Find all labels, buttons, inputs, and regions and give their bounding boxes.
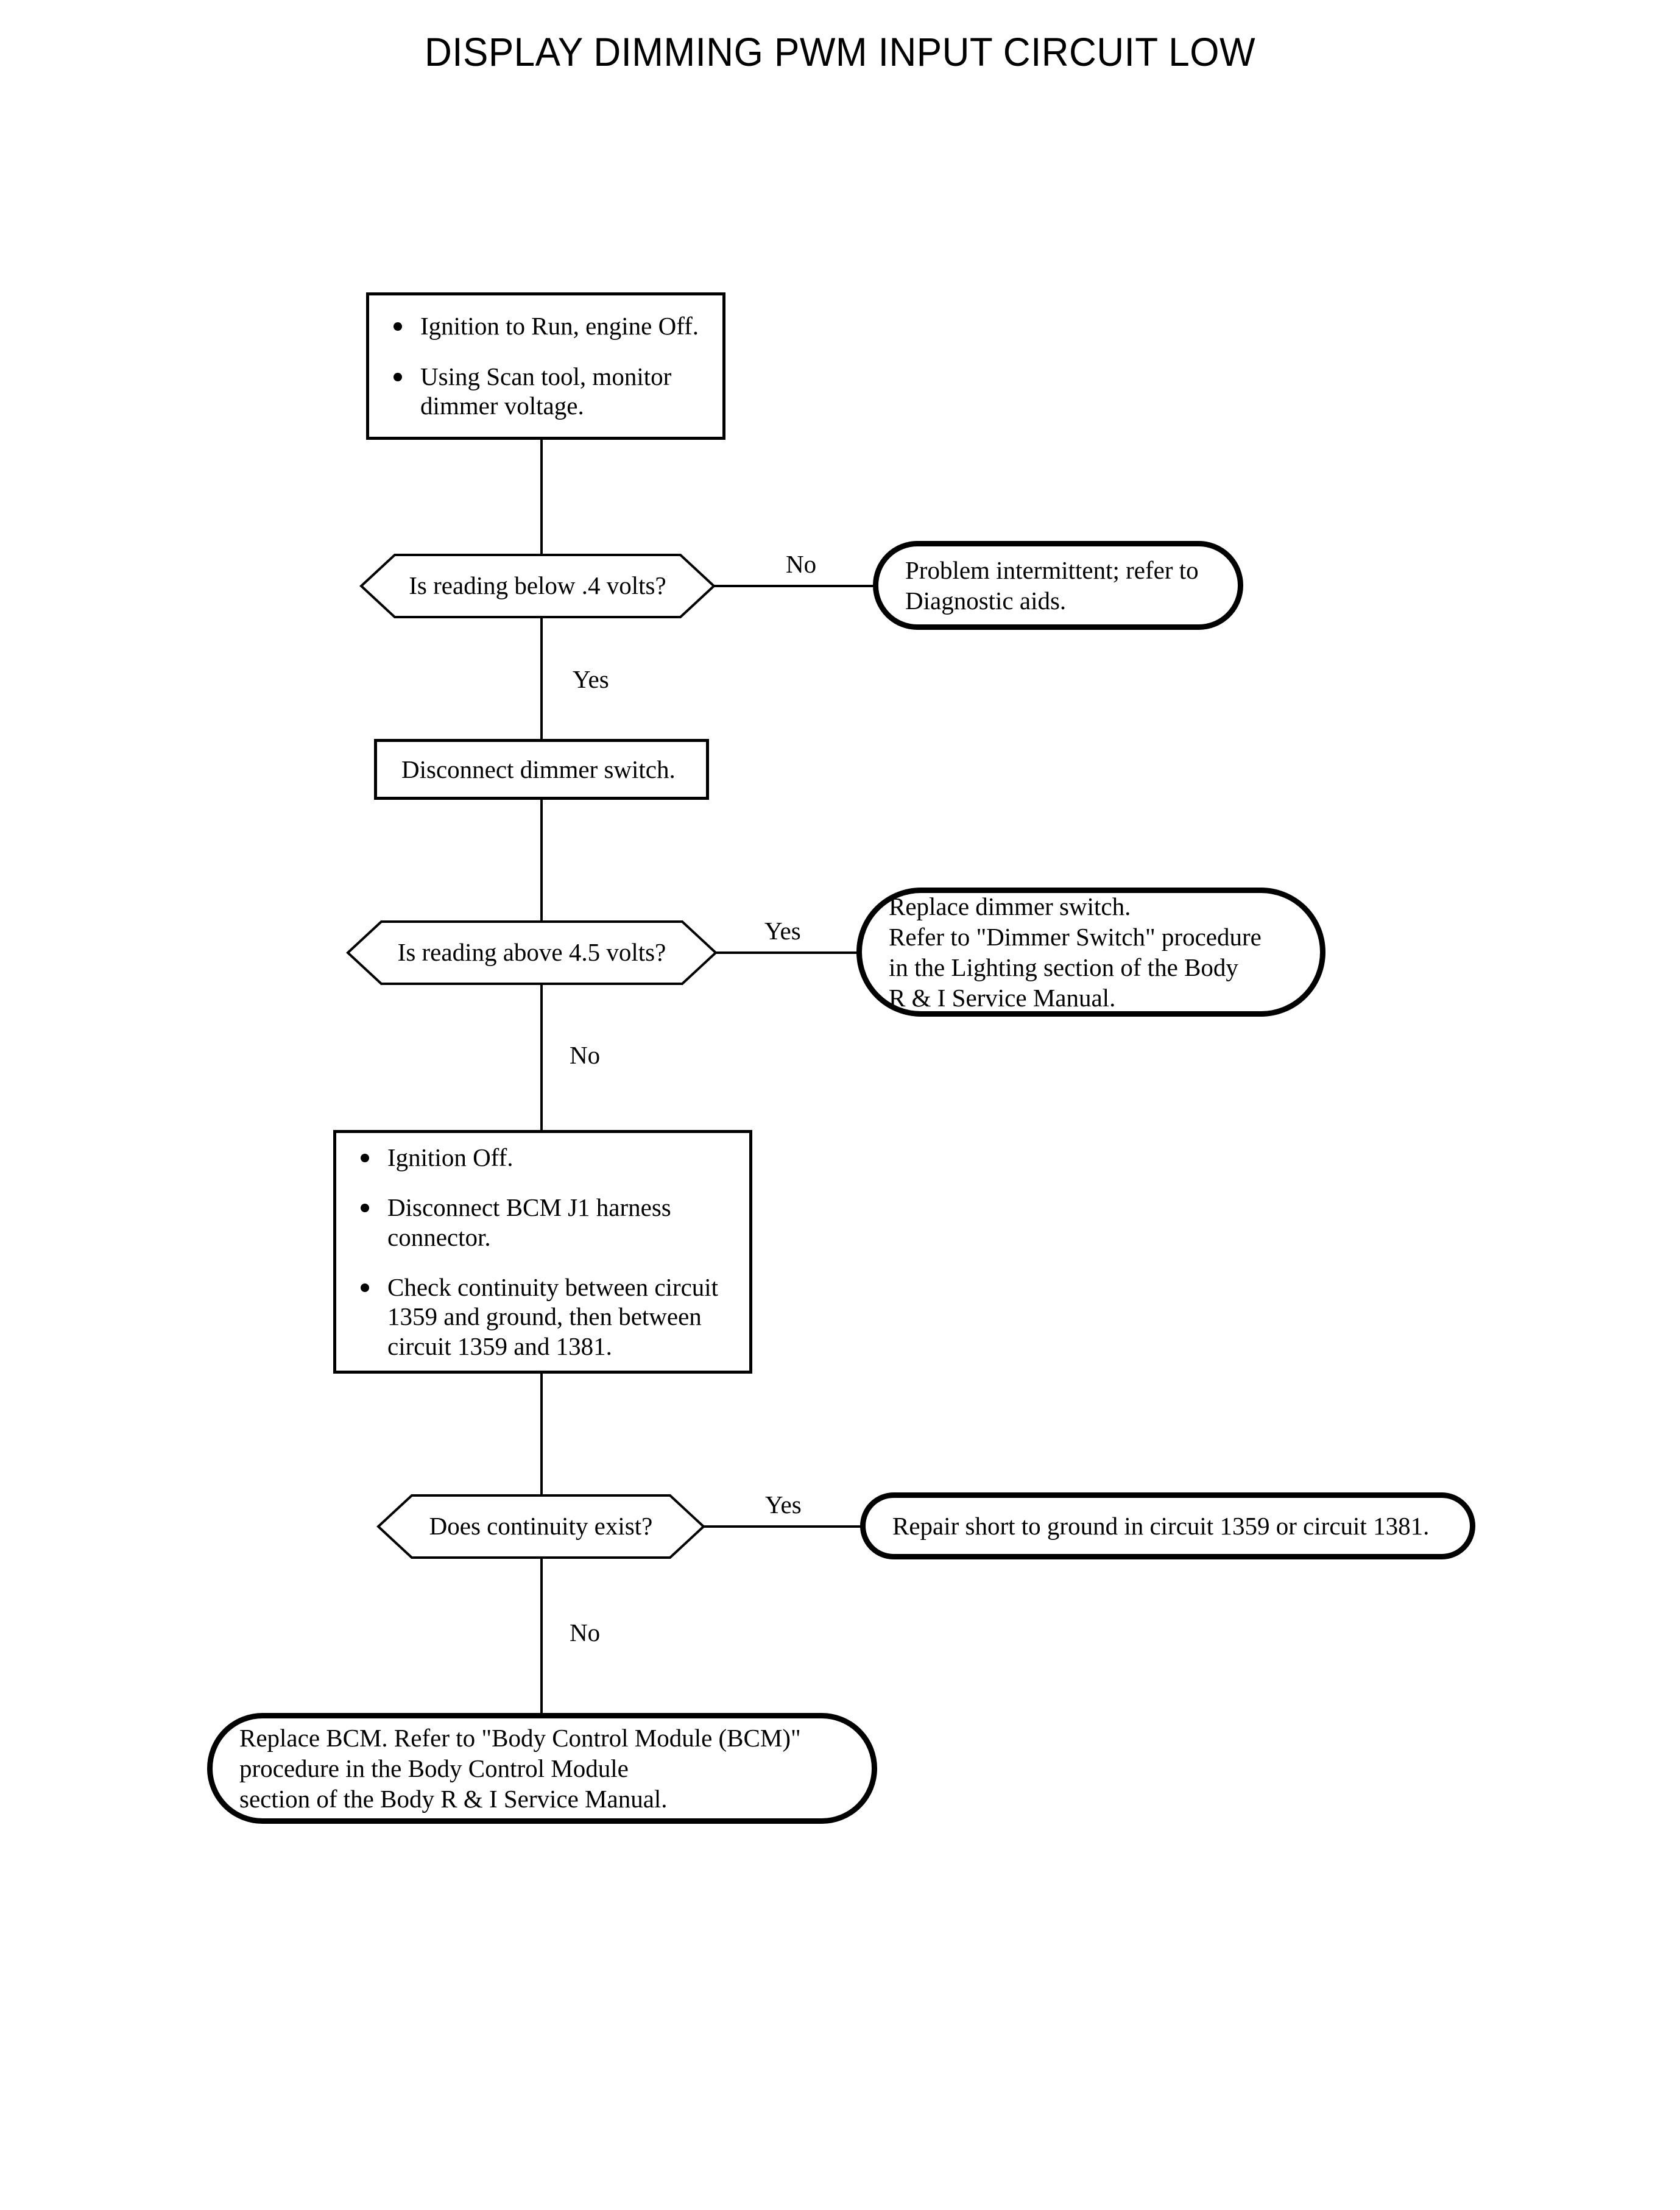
bullet-item: Using Scan tool, monitor dimmer voltage. xyxy=(383,362,709,421)
decision-label: Is reading above 4.5 volts? xyxy=(397,938,666,967)
connector-decision2-yes xyxy=(716,951,859,954)
process-box-ignition-run: Ignition to Run, engine Off. Using Scan … xyxy=(366,292,725,440)
terminal-line: Replace BCM. Refer to "Body Control Modu… xyxy=(239,1723,801,1752)
edge-label-decision2-no: No xyxy=(570,1041,601,1069)
terminal-repair-short-to-ground: Repair short to ground in circuit 1359 o… xyxy=(860,1492,1475,1559)
terminal-line: Problem intermittent; refer to xyxy=(905,556,1199,584)
connector-step1-to-decision1 xyxy=(540,440,543,556)
bullet-item: Check continuity between circuit 1359 an… xyxy=(350,1273,736,1361)
connector-step3-to-decision3 xyxy=(540,1374,543,1495)
terminal-replace-dimmer-switch: Replace dimmer switch. Refer to "Dimmer … xyxy=(856,888,1325,1017)
terminal-line: procedure in the Body Control Module xyxy=(239,1754,629,1782)
connector-decision3-yes xyxy=(704,1525,863,1528)
edge-label-decision3-yes: Yes xyxy=(765,1491,802,1519)
terminal-line: R & I Service Manual. xyxy=(889,984,1116,1012)
edge-label-decision1-yes: Yes xyxy=(573,665,609,693)
terminal-line: section of the Body R & I Service Manual… xyxy=(239,1785,668,1813)
bullet-item: Ignition to Run, engine Off. xyxy=(383,311,709,341)
decision-does-continuity-exist: Does continuity exist? xyxy=(376,1494,705,1559)
terminal-line: in the Lighting section of the Body xyxy=(889,953,1238,981)
bullet-item: Ignition Off. xyxy=(350,1143,736,1172)
bullet-list: Ignition Off. Disconnect BCM J1 harness … xyxy=(350,1143,736,1361)
decision-is-reading-above-4point5-volts: Is reading above 4.5 volts? xyxy=(346,920,718,986)
bullet-list: Ignition to Run, engine Off. Using Scan … xyxy=(383,311,709,420)
connector-decision3-no xyxy=(540,1558,543,1716)
edge-label-decision1-no: No xyxy=(786,550,817,578)
process-box-disconnect-dimmer-switch: Disconnect dimmer switch. xyxy=(374,739,709,800)
terminal-line: Diagnostic aids. xyxy=(905,587,1067,615)
edge-label-decision2-yes: Yes xyxy=(764,917,801,945)
decision-label: Does continuity exist? xyxy=(429,1512,653,1541)
process-line: Disconnect dimmer switch. xyxy=(401,755,676,783)
decision-is-reading-below-point4-volts: Is reading below .4 volts? xyxy=(359,553,716,619)
edge-label-decision3-no: No xyxy=(570,1619,601,1647)
connector-decision1-yes xyxy=(540,617,543,739)
connector-decision2-no xyxy=(540,984,543,1130)
terminal-problem-intermittent: Problem intermittent; refer to Diagnosti… xyxy=(873,541,1243,630)
process-box-ignition-off-bcm: Ignition Off. Disconnect BCM J1 harness … xyxy=(333,1130,752,1374)
connector-step2-to-decision2 xyxy=(540,800,543,935)
terminal-line: Repair short to ground in circuit 1359 o… xyxy=(892,1511,1430,1540)
terminal-line: Refer to "Dimmer Switch" procedure xyxy=(889,922,1262,951)
terminal-replace-bcm: Replace BCM. Refer to "Body Control Modu… xyxy=(207,1713,877,1824)
terminal-line: Replace dimmer switch. xyxy=(889,892,1131,920)
page-title: DISPLAY DIMMING PWM INPUT CIRCUIT LOW xyxy=(424,29,1255,74)
decision-label: Is reading below .4 volts? xyxy=(409,571,666,600)
connector-decision1-no xyxy=(714,585,875,587)
bullet-item: Disconnect BCM J1 harness connector. xyxy=(350,1193,736,1252)
